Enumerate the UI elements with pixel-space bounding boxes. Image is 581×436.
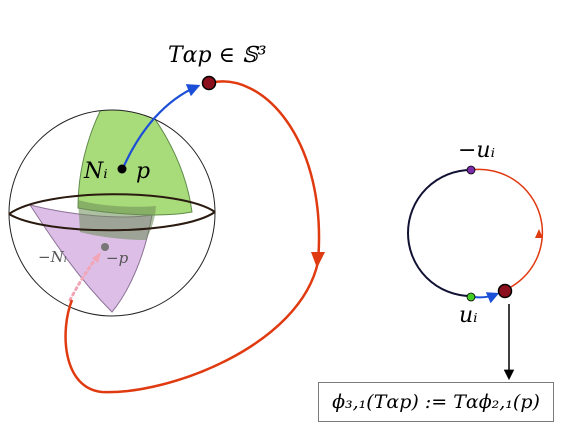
- circle-red-arc: [470, 168, 544, 291]
- point-u-i: [466, 292, 476, 302]
- point-p: [117, 164, 127, 174]
- label-u-i: uᵢ: [459, 303, 478, 328]
- formula-box: ϕ₃,₁(Tαp) := Tαϕ₂,₁(p): [318, 382, 554, 422]
- equator-front: [8, 211, 216, 232]
- red-arc-arrowhead: [535, 229, 543, 238]
- equator-back: [8, 193, 216, 215]
- label-t-alpha-p: Tαp ∈ 𝕊³: [168, 43, 267, 68]
- label-neg-n-i: −Nᵢ: [38, 248, 67, 266]
- blue-map-arrow: [121, 84, 201, 169]
- label-p: p: [136, 159, 150, 184]
- circle-blue-arc: [472, 292, 500, 304]
- point-neg-p: [101, 243, 109, 251]
- pink-arrow-head: [92, 252, 101, 263]
- label-n-i: Nᵢ: [83, 159, 108, 184]
- circle-dark-arc: [407, 169, 472, 297]
- red-curve-arrowhead: [311, 252, 325, 268]
- point-t-alpha-p: [201, 75, 217, 91]
- sphere: [8, 109, 216, 317]
- formula-text: ϕ₃,₁(Tαp) := Tαϕ₂,₁(p): [332, 391, 540, 413]
- label-neg-p: −p: [106, 249, 129, 267]
- point-t-alpha-u: [497, 283, 513, 299]
- unit-circle: [407, 165, 544, 304]
- label-neg-u-i: −uᵢ: [458, 138, 495, 163]
- point-neg-u-i: [466, 165, 476, 175]
- red-curve: [64, 80, 321, 394]
